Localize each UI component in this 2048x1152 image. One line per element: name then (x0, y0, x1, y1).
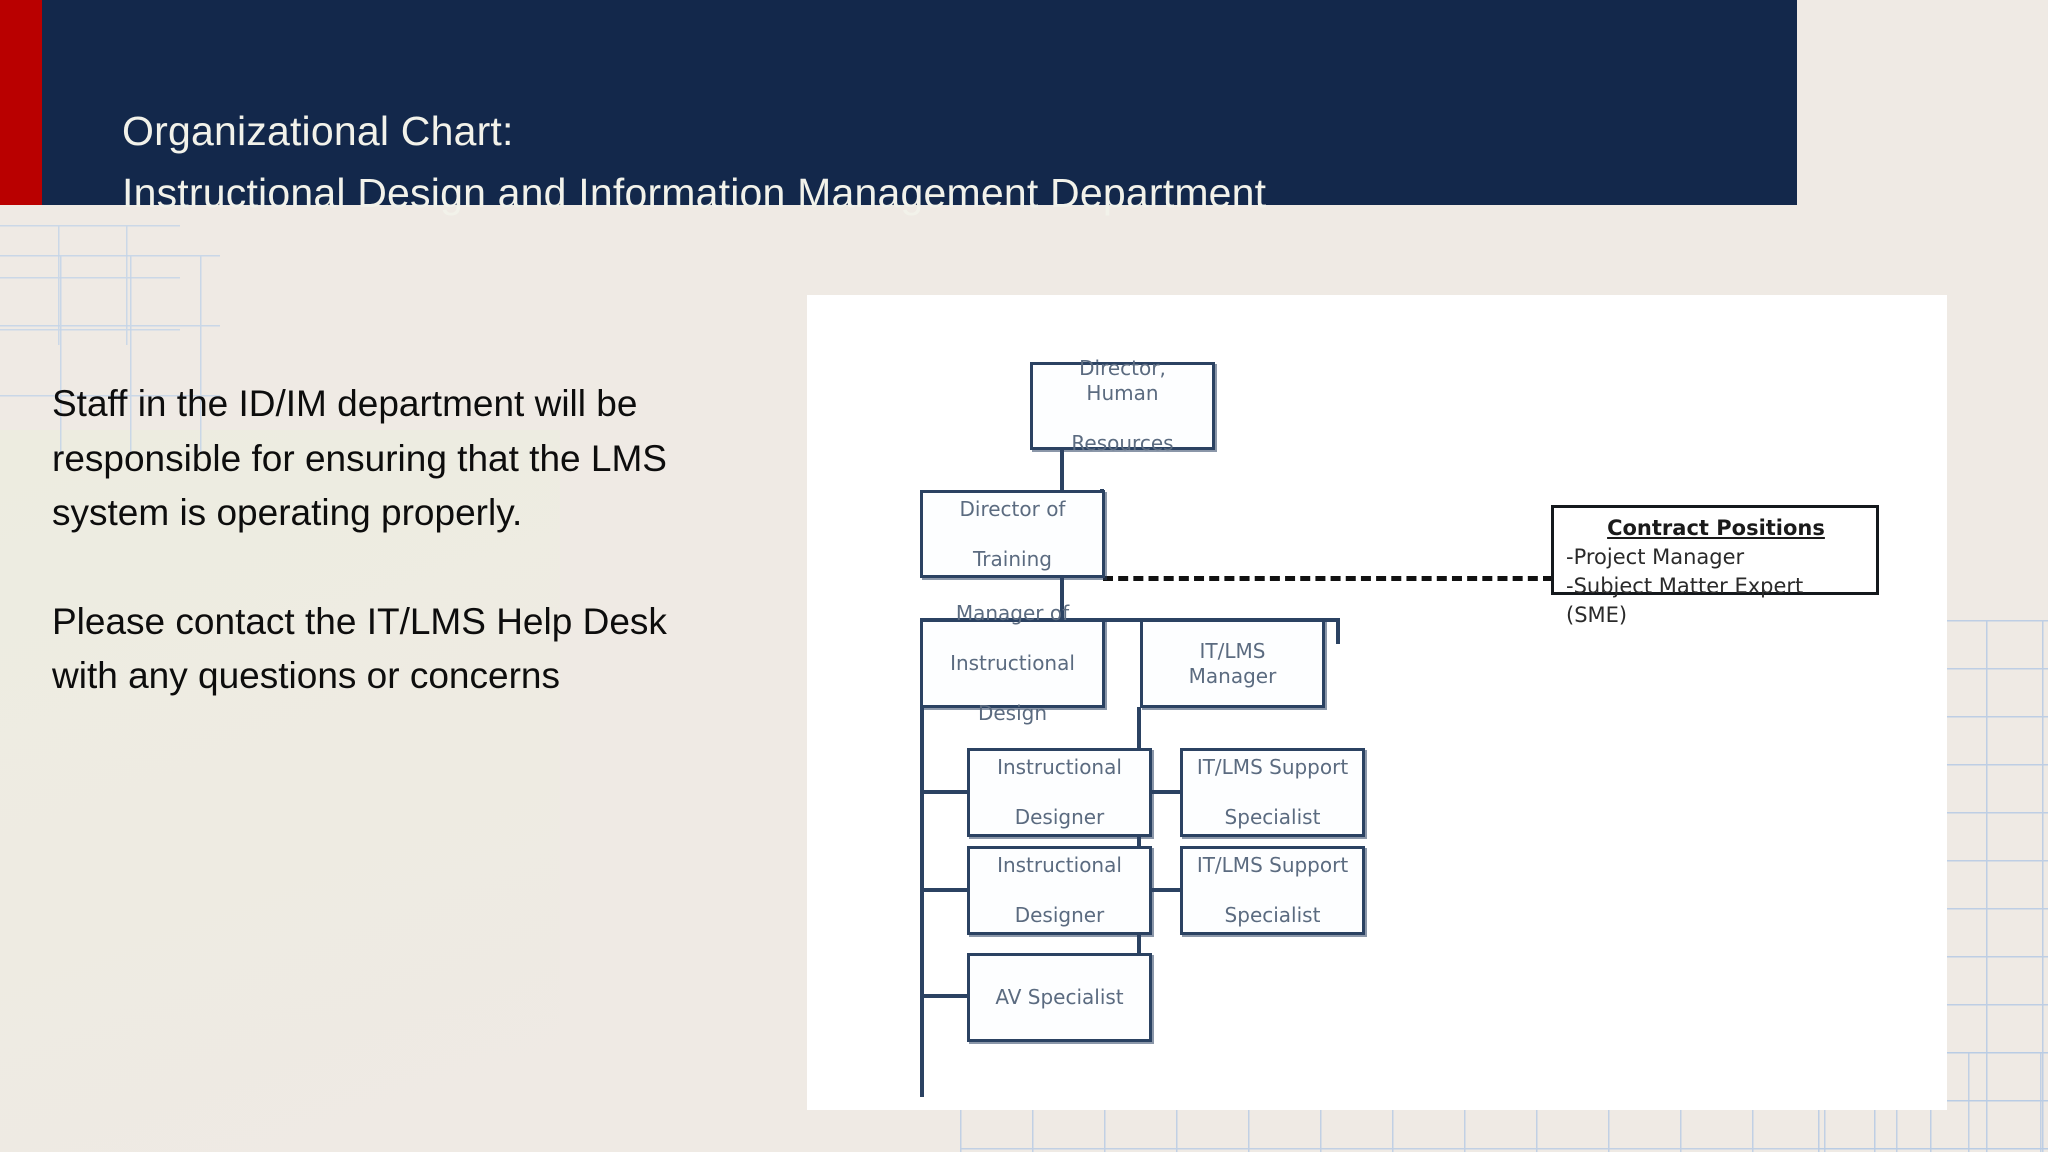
org-box-director-training-line1: Director of (959, 496, 1066, 521)
org-box-director-hr-line1: Director, Human (1079, 356, 1166, 405)
org-box-designer-1-line2: Designer (1014, 805, 1105, 829)
org-box-director-hr: Director, Human Resources (1030, 356, 1215, 455)
page-title: Organizational Chart: Instructional Desi… (122, 100, 1266, 224)
org-chart-canvas: Director, Human Resources Director of Tr… (807, 295, 1947, 1110)
contract-positions-item-2: -Subject Matter Expert (SME) (1566, 574, 1804, 627)
org-box-itlms-support-1: IT/LMS Support Specialist (1180, 748, 1365, 837)
org-box-itlms-support-2: IT/LMS Support Specialist (1180, 846, 1365, 935)
body-paragraph-2: Please contact the IT/LMS Help Desk with… (52, 600, 667, 697)
org-box-support-2-line2: Specialist (1224, 903, 1321, 927)
title-line-2: Instructional Design and Information Man… (122, 170, 1267, 216)
contract-positions-title: Contract Positions (1607, 516, 1825, 540)
contract-positions-item-1: -Project Manager (1566, 545, 1745, 569)
body-text-column: Staff in the ID/IM department will be re… (52, 377, 752, 704)
org-box-support-2-line1: IT/LMS Support (1196, 853, 1349, 877)
connector-id-branch-vertical (920, 707, 924, 1097)
decorative-grid-top-left-secondary (0, 225, 180, 345)
title-line-1: Organizational Chart: (122, 108, 514, 154)
org-box-instructional-designer-2: Instructional Designer (967, 846, 1152, 935)
org-box-director-hr-line2: Resources (1071, 431, 1174, 455)
org-box-manager-id-line2: Instructional (950, 651, 1075, 675)
connector-tee-support-2 (1137, 888, 1182, 892)
title-banner: Organizational Chart: Instructional Desi… (0, 0, 1797, 216)
org-box-support-1-line2: Specialist (1224, 805, 1321, 829)
connector-tee-designer-2 (920, 888, 969, 892)
org-box-designer-2-line1: Instructional (997, 853, 1122, 877)
org-box-director-training: Director of Training (920, 490, 1105, 578)
connector-tee-designer-1 (920, 790, 969, 794)
connector-tee-support-1 (1137, 790, 1182, 794)
org-box-itlms-manager-label: IT/LMS Manager (1188, 638, 1277, 688)
connector-contract-positions-dashed (1103, 576, 1553, 581)
org-box-av-specialist: AV Specialist (967, 953, 1152, 1042)
org-box-manager-id-line1: Manager of (955, 601, 1070, 625)
org-box-instructional-designer-1: Instructional Designer (967, 748, 1152, 837)
connector-hr-to-training (1060, 450, 1064, 492)
org-box-manager-instructional-design: Manager of Instructional Design (920, 601, 1105, 725)
body-paragraph-1: Staff in the ID/IM department will be re… (52, 383, 667, 533)
org-box-manager-id-line3: Design (977, 701, 1048, 725)
org-box-designer-2-line2: Designer (1014, 903, 1105, 927)
org-box-itlms-manager: IT/LMS Manager (1140, 619, 1325, 708)
connector-down-itlms-manager (1336, 618, 1340, 644)
org-box-support-1-line1: IT/LMS Support (1196, 755, 1349, 779)
connector-tee-av (920, 994, 969, 998)
org-box-av-specialist-label: AV Specialist (995, 985, 1124, 1009)
org-box-designer-1-line1: Instructional (997, 755, 1122, 779)
red-accent-bar (0, 0, 42, 205)
org-chart-image: Director, Human Resources Director of Tr… (807, 295, 1947, 1110)
callout-contract-positions: Contract Positions -Project Manager -Sub… (1551, 505, 1879, 627)
org-box-director-training-line2: Training (973, 546, 1052, 571)
